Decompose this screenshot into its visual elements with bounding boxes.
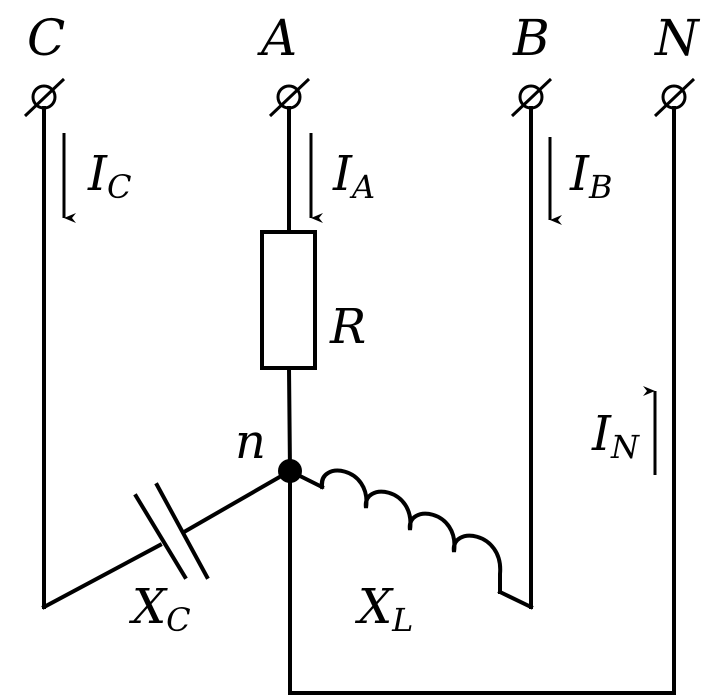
- wire-c-to-capacitor: [41, 542, 163, 610]
- inductor-xl: [287, 468, 503, 594]
- wire-inductor-to-b: [497, 589, 534, 610]
- current-label-ib: IB: [569, 146, 612, 206]
- resistor-label: R: [329, 299, 366, 355]
- wire-resistor-to-node: [286, 365, 293, 474]
- wire-capacitor-to-node: [181, 468, 293, 535]
- node-label: n: [235, 414, 266, 470]
- resistor-r: [260, 230, 317, 370]
- current-label-ic: IC: [87, 146, 131, 206]
- inductor-label: XL: [354, 579, 413, 639]
- capacitor-xc: [133, 482, 210, 580]
- capacitor-label: XC: [128, 579, 191, 639]
- terminal-label-a: A: [257, 9, 297, 67]
- terminal-label-c: C: [27, 9, 65, 67]
- current-label-ia: IA: [332, 146, 375, 206]
- junction-node-dot: [278, 459, 302, 483]
- terminal-label-b: B: [512, 9, 550, 67]
- terminal-label-n: N: [654, 9, 701, 67]
- current-label-in: IN: [591, 406, 640, 466]
